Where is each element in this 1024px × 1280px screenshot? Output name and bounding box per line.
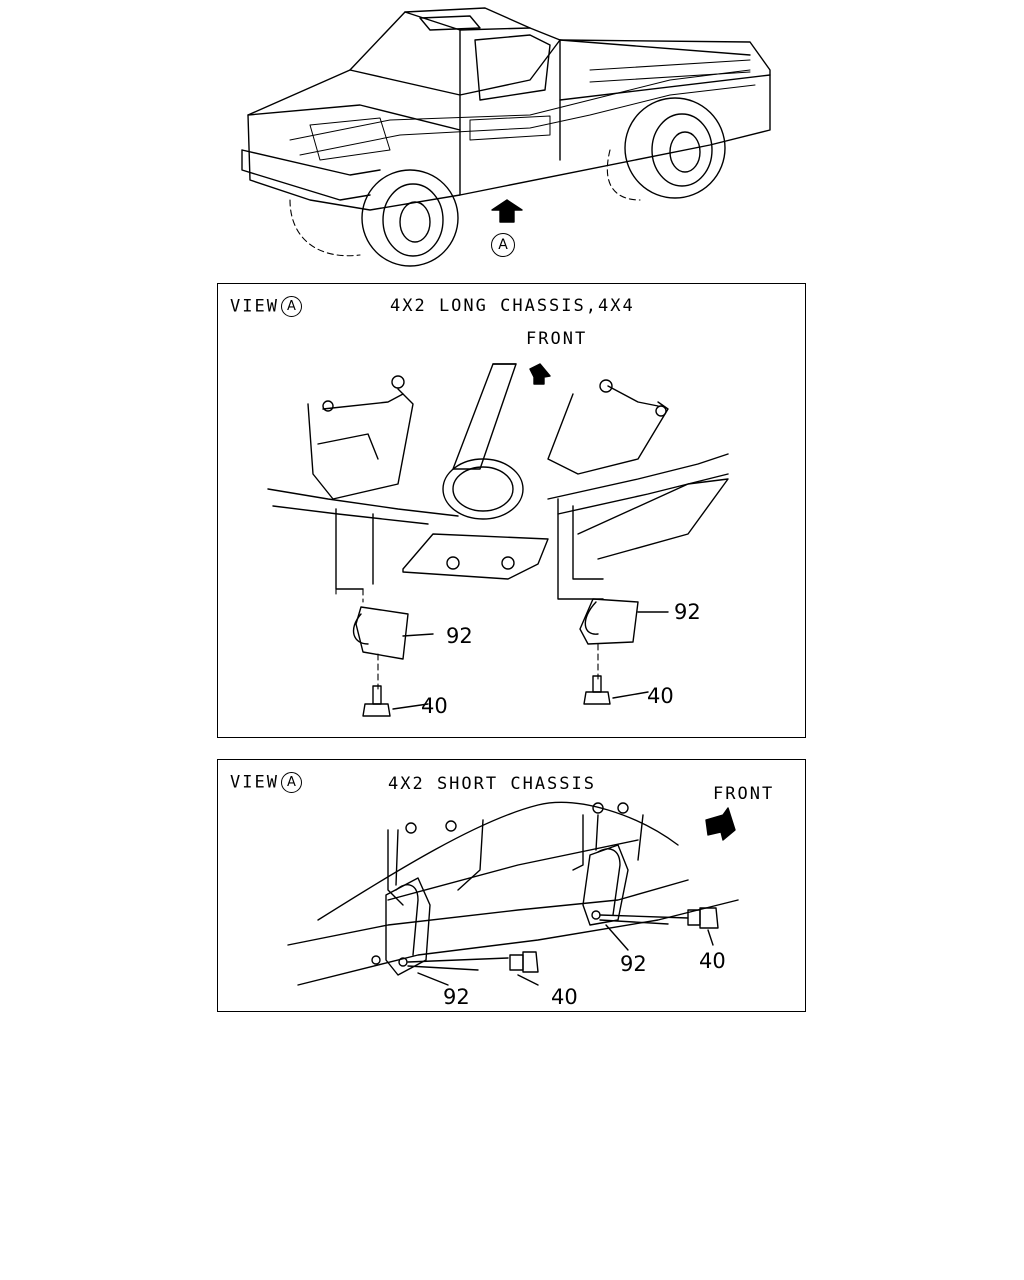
front-label: FRONT bbox=[526, 329, 588, 349]
truck-body-outline bbox=[247, 7, 771, 211]
clip-callout-right: 92 bbox=[674, 600, 701, 624]
clip-callout-left: 92 bbox=[446, 624, 473, 648]
panel-title: 4X2 SHORT CHASSIS bbox=[388, 774, 596, 794]
bolt-callout-left: 40 bbox=[551, 985, 578, 1009]
bolt-callout-left: 40 bbox=[421, 694, 448, 718]
left-clip bbox=[355, 606, 409, 660]
center-bracket bbox=[402, 533, 549, 580]
truck-overview-drawing: A bbox=[230, 0, 790, 275]
clip-callout-right: 92 bbox=[620, 952, 647, 976]
view-marker: A bbox=[280, 772, 302, 793]
front-label: FRONT bbox=[713, 784, 775, 804]
view-a-marker: A bbox=[491, 233, 515, 257]
panel-title: 4X2 LONG CHASSIS,4X4 bbox=[390, 296, 635, 316]
propeller-shaft bbox=[452, 363, 517, 470]
right-clip bbox=[582, 844, 629, 926]
view-marker: A bbox=[280, 296, 302, 317]
clip-callout-left: 92 bbox=[443, 985, 470, 1009]
view-label: VIEW bbox=[230, 296, 279, 317]
bolt-callout-right: 40 bbox=[647, 684, 674, 708]
left-clip bbox=[385, 877, 431, 976]
bolt-callout-right: 40 bbox=[699, 949, 726, 973]
view-label: VIEW bbox=[230, 772, 279, 793]
right-clip bbox=[579, 598, 639, 645]
